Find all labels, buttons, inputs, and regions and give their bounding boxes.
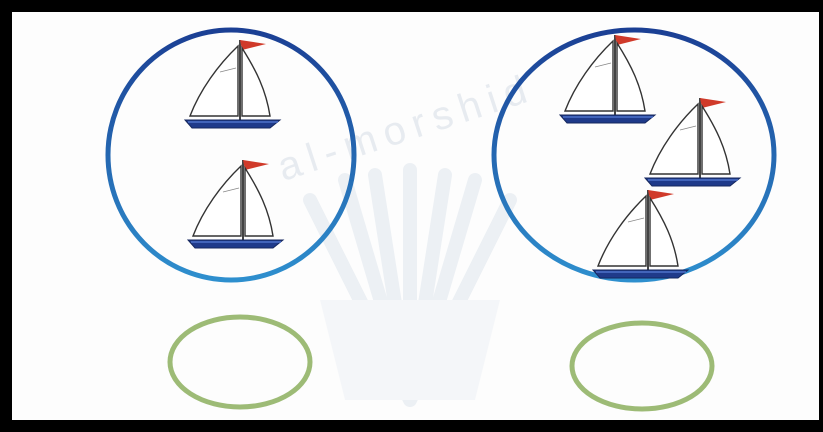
sailboat-icon: [645, 98, 740, 186]
sailboat-icon: [185, 40, 280, 128]
left-answer-circle[interactable]: [170, 317, 310, 407]
right-answer-circle[interactable]: [572, 323, 712, 409]
sailboat-icon: [188, 160, 283, 248]
sailboat-icon: [593, 190, 688, 278]
sailboat-icon: [560, 35, 655, 123]
